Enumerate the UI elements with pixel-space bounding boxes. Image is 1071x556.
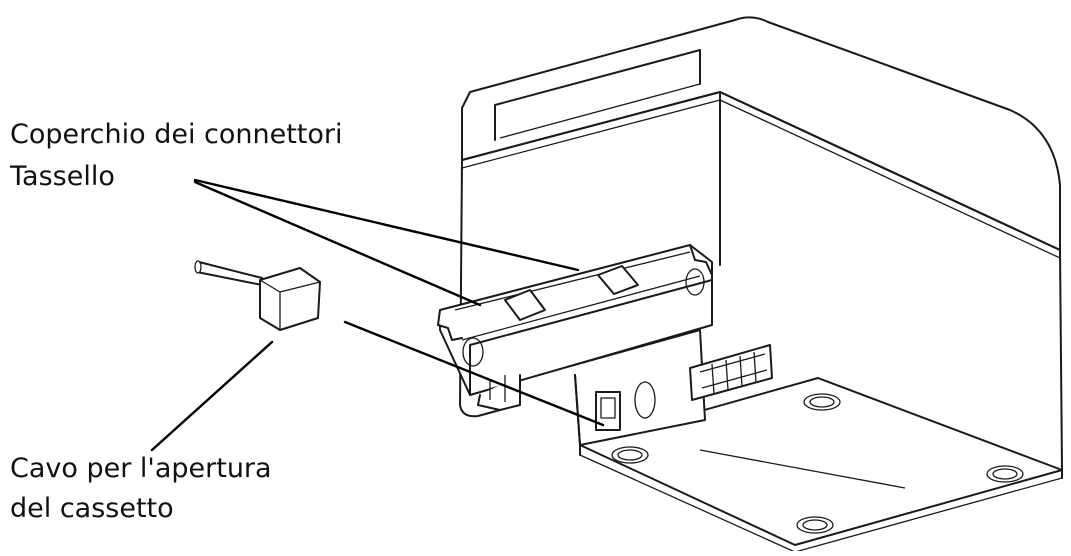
leader-line-dowel bbox=[193, 180, 482, 307]
leader-line-plug bbox=[343, 320, 605, 427]
drawer-cable bbox=[194, 260, 321, 331]
leader-lines bbox=[150, 178, 605, 452]
leader-line-cover bbox=[193, 178, 580, 272]
drawer-cable-label-line1: Cavo per l'apertura bbox=[10, 453, 272, 484]
drawer-cable-label-line2: del cassetto bbox=[10, 493, 174, 524]
connector-cover-label: Coperchio dei connettori bbox=[10, 119, 343, 150]
leader-line-cable bbox=[150, 340, 274, 452]
printer-body bbox=[437, 16, 1063, 553]
dowel-label: Tassello bbox=[10, 161, 115, 192]
